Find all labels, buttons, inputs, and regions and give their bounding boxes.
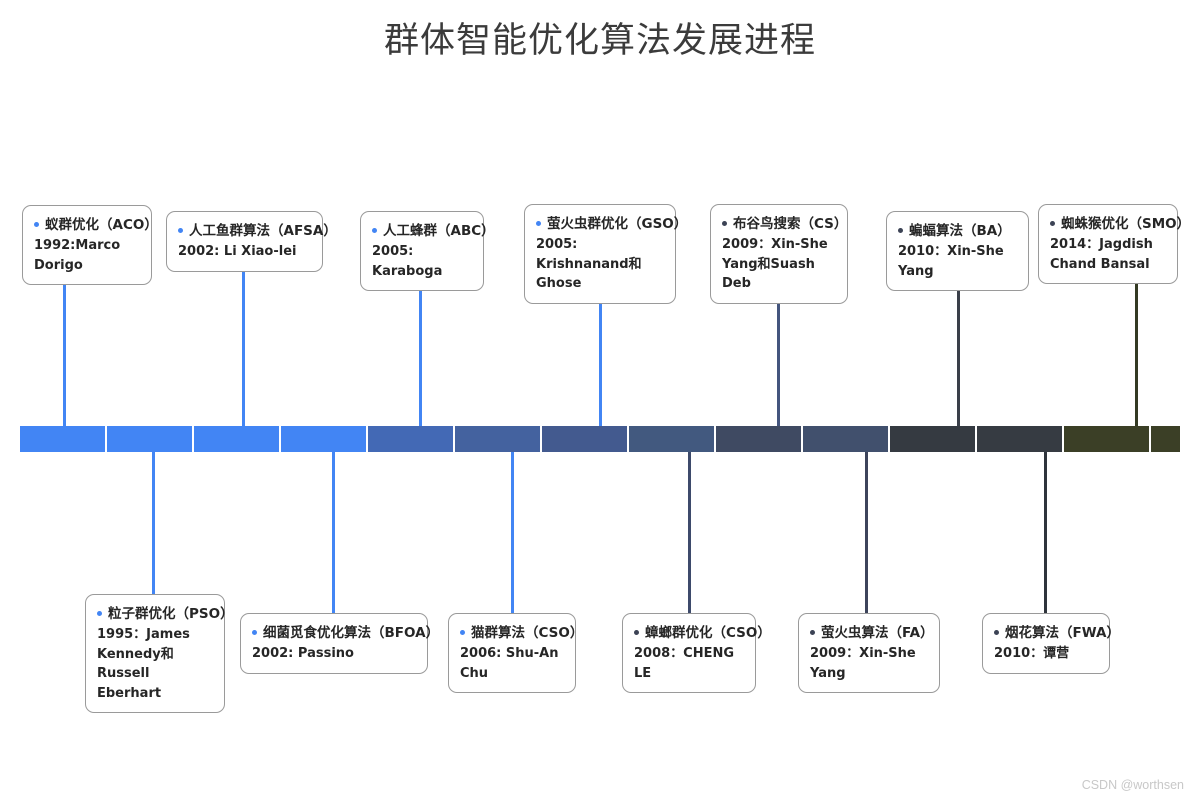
page-title: 群体智能优化算法发展进程 bbox=[383, 21, 816, 60]
info-box-cs[interactable]: 布谷鸟搜索（CS） 2009：Xin-She Yang和Suash Deb bbox=[710, 204, 848, 304]
bullet-icon bbox=[460, 629, 465, 635]
info-box-abc[interactable]: 人工蜂群（ABC） 2005: Karaboga bbox=[360, 211, 495, 292]
timeline-segment bbox=[1064, 426, 1149, 452]
info-box-cso2[interactable]: 蟑螂群优化（CSO） 2008：CHENG LE bbox=[622, 613, 771, 694]
info-box-title-text: 人工鱼群算法（AFSA） bbox=[189, 223, 337, 239]
info-box-title: 萤火虫群优化（GSO） bbox=[536, 214, 687, 234]
info-box-smo[interactable]: 蜘蛛猴优化（SMO） 2014：Jagdish Chand Bansal bbox=[1038, 204, 1190, 285]
info-box-afsa[interactable]: 人工鱼群算法（AFSA） 2002: Li Xiao-lei bbox=[166, 211, 337, 272]
info-box-title-text: 猫群算法（CSO） bbox=[471, 625, 584, 641]
timeline-segment bbox=[455, 426, 540, 452]
info-box-pso[interactable]: 粒子群优化（PSO） 1995：James Kennedy和Russell Ebe… bbox=[85, 594, 234, 714]
timeline-segment bbox=[716, 426, 801, 452]
connector-bottom-fa bbox=[865, 450, 868, 615]
connector-top-abc bbox=[419, 291, 422, 428]
connector-bottom-cso2 bbox=[688, 450, 691, 615]
bullet-icon bbox=[536, 220, 541, 226]
timeline-segment bbox=[281, 426, 366, 452]
info-box-title-text: 烟花算法（FWA） bbox=[1005, 625, 1120, 641]
timeline-segment bbox=[1151, 426, 1180, 452]
info-box-title-text: 蚁群优化（ACO） bbox=[45, 217, 158, 233]
bullet-icon bbox=[178, 227, 183, 233]
info-box-title-text: 蝙蝠算法（BA） bbox=[909, 223, 1011, 239]
info-box-fa[interactable]: 萤火虫算法（FA） 2009：Xin-She Yang bbox=[798, 613, 940, 694]
info-box-title: 人工蜂群（ABC） bbox=[372, 221, 495, 241]
info-box-detail: 2002: Li Xiao-lei bbox=[178, 244, 297, 260]
bullet-icon bbox=[34, 221, 39, 227]
timeline-segment bbox=[107, 426, 192, 452]
info-box-title: 烟花算法（FWA） bbox=[994, 623, 1120, 643]
bullet-icon bbox=[1050, 220, 1055, 226]
info-box-detail: 2009：Xin-She Yang bbox=[810, 646, 916, 681]
info-box-cso1[interactable]: 猫群算法（CSO） 2006: Shu-An Chu bbox=[448, 613, 583, 694]
info-box-title: 萤火虫算法（FA） bbox=[810, 623, 934, 643]
info-box-detail: 2002: Passino bbox=[252, 646, 354, 662]
bullet-icon bbox=[994, 629, 999, 635]
timeline-segment bbox=[194, 426, 279, 452]
connector-top-gso bbox=[599, 304, 602, 428]
info-box-detail: 2005: Karaboga bbox=[372, 244, 443, 279]
timeline-segment bbox=[890, 426, 975, 452]
info-box-detail: 1992:Marco Dorigo bbox=[34, 238, 121, 273]
connector-top-afsa bbox=[242, 272, 245, 428]
connector-bottom-bfoa bbox=[332, 450, 335, 615]
watermark: CSDN @worthsen bbox=[1081, 778, 1184, 792]
info-box-title: 人工鱼群算法（AFSA） bbox=[178, 221, 337, 241]
info-box-title-text: 萤火虫算法（FA） bbox=[821, 625, 934, 641]
info-box-ba[interactable]: 蝙蝠算法（BA） 2010：Xin-She Yang bbox=[886, 211, 1029, 292]
info-box-detail: 2006: Shu-An Chu bbox=[460, 646, 559, 681]
bullet-icon bbox=[634, 629, 639, 635]
info-box-detail: 2014：Jagdish Chand Bansal bbox=[1050, 237, 1153, 272]
info-box-detail: 2010：谭营 bbox=[994, 646, 1070, 662]
bullet-icon bbox=[898, 227, 903, 233]
connector-top-ba bbox=[957, 291, 960, 428]
connector-top-aco bbox=[63, 285, 66, 428]
info-box-title-text: 蜘蛛猴优化（SMO） bbox=[1061, 216, 1191, 232]
info-box-title: 蝙蝠算法（BA） bbox=[898, 221, 1018, 241]
bullet-icon bbox=[722, 220, 727, 226]
info-box-aco[interactable]: 蚁群优化（ACO） 1992:Marco Dorigo bbox=[22, 205, 158, 286]
info-box-bfoa[interactable]: 细菌觅食优化算法（BFOA） 2002: Passino bbox=[240, 613, 439, 674]
info-box-title: 粒子群优化（PSO） bbox=[97, 604, 234, 624]
bullet-icon bbox=[97, 610, 102, 616]
info-box-title: 蚁群优化（ACO） bbox=[34, 215, 158, 235]
info-box-title-text: 细菌觅食优化算法（BFOA） bbox=[263, 625, 440, 641]
info-box-detail: 1995：James Kennedy和Russell Eberhart bbox=[97, 627, 190, 701]
bullet-icon bbox=[372, 227, 377, 233]
timeline-segment bbox=[803, 426, 888, 452]
bullet-icon bbox=[810, 629, 815, 635]
info-box-detail: 2009：Xin-She Yang和Suash Deb bbox=[722, 237, 828, 292]
connector-bottom-fwa bbox=[1044, 450, 1047, 615]
info-box-title-text: 人工蜂群（ABC） bbox=[383, 223, 495, 239]
timeline-segment bbox=[542, 426, 627, 452]
timeline-segment bbox=[977, 426, 1062, 452]
timeline-segment bbox=[20, 426, 105, 452]
info-box-title: 蟑螂群优化（CSO） bbox=[634, 623, 771, 643]
info-box-gso[interactable]: 萤火虫群优化（GSO） 2005: Krishnanand和Ghose bbox=[524, 204, 687, 304]
connector-top-smo bbox=[1135, 284, 1138, 428]
info-box-title-text: 萤火虫群优化（GSO） bbox=[547, 216, 688, 232]
info-box-title-text: 粒子群优化（PSO） bbox=[108, 606, 234, 622]
connector-bottom-pso bbox=[152, 450, 155, 596]
connector-top-cs bbox=[777, 304, 780, 428]
info-box-fwa[interactable]: 烟花算法（FWA） 2010：谭营 bbox=[982, 613, 1120, 674]
bullet-icon bbox=[252, 629, 257, 635]
timeline-bar bbox=[20, 426, 1180, 452]
info-box-title: 猫群算法（CSO） bbox=[460, 623, 583, 643]
info-box-detail: 2005: Krishnanand和Ghose bbox=[536, 237, 642, 292]
info-box-title-text: 布谷鸟搜索（CS） bbox=[733, 216, 848, 232]
info-box-detail: 2008：CHENG LE bbox=[634, 646, 735, 681]
info-box-title: 细菌觅食优化算法（BFOA） bbox=[252, 623, 439, 643]
timeline-segment bbox=[629, 426, 714, 452]
info-box-title-text: 蟑螂群优化（CSO） bbox=[645, 625, 771, 641]
connector-bottom-cso1 bbox=[511, 450, 514, 615]
info-box-detail: 2010：Xin-She Yang bbox=[898, 244, 1004, 279]
info-box-title: 蜘蛛猴优化（SMO） bbox=[1050, 214, 1190, 234]
info-box-title: 布谷鸟搜索（CS） bbox=[722, 214, 847, 234]
timeline-segment bbox=[368, 426, 453, 452]
